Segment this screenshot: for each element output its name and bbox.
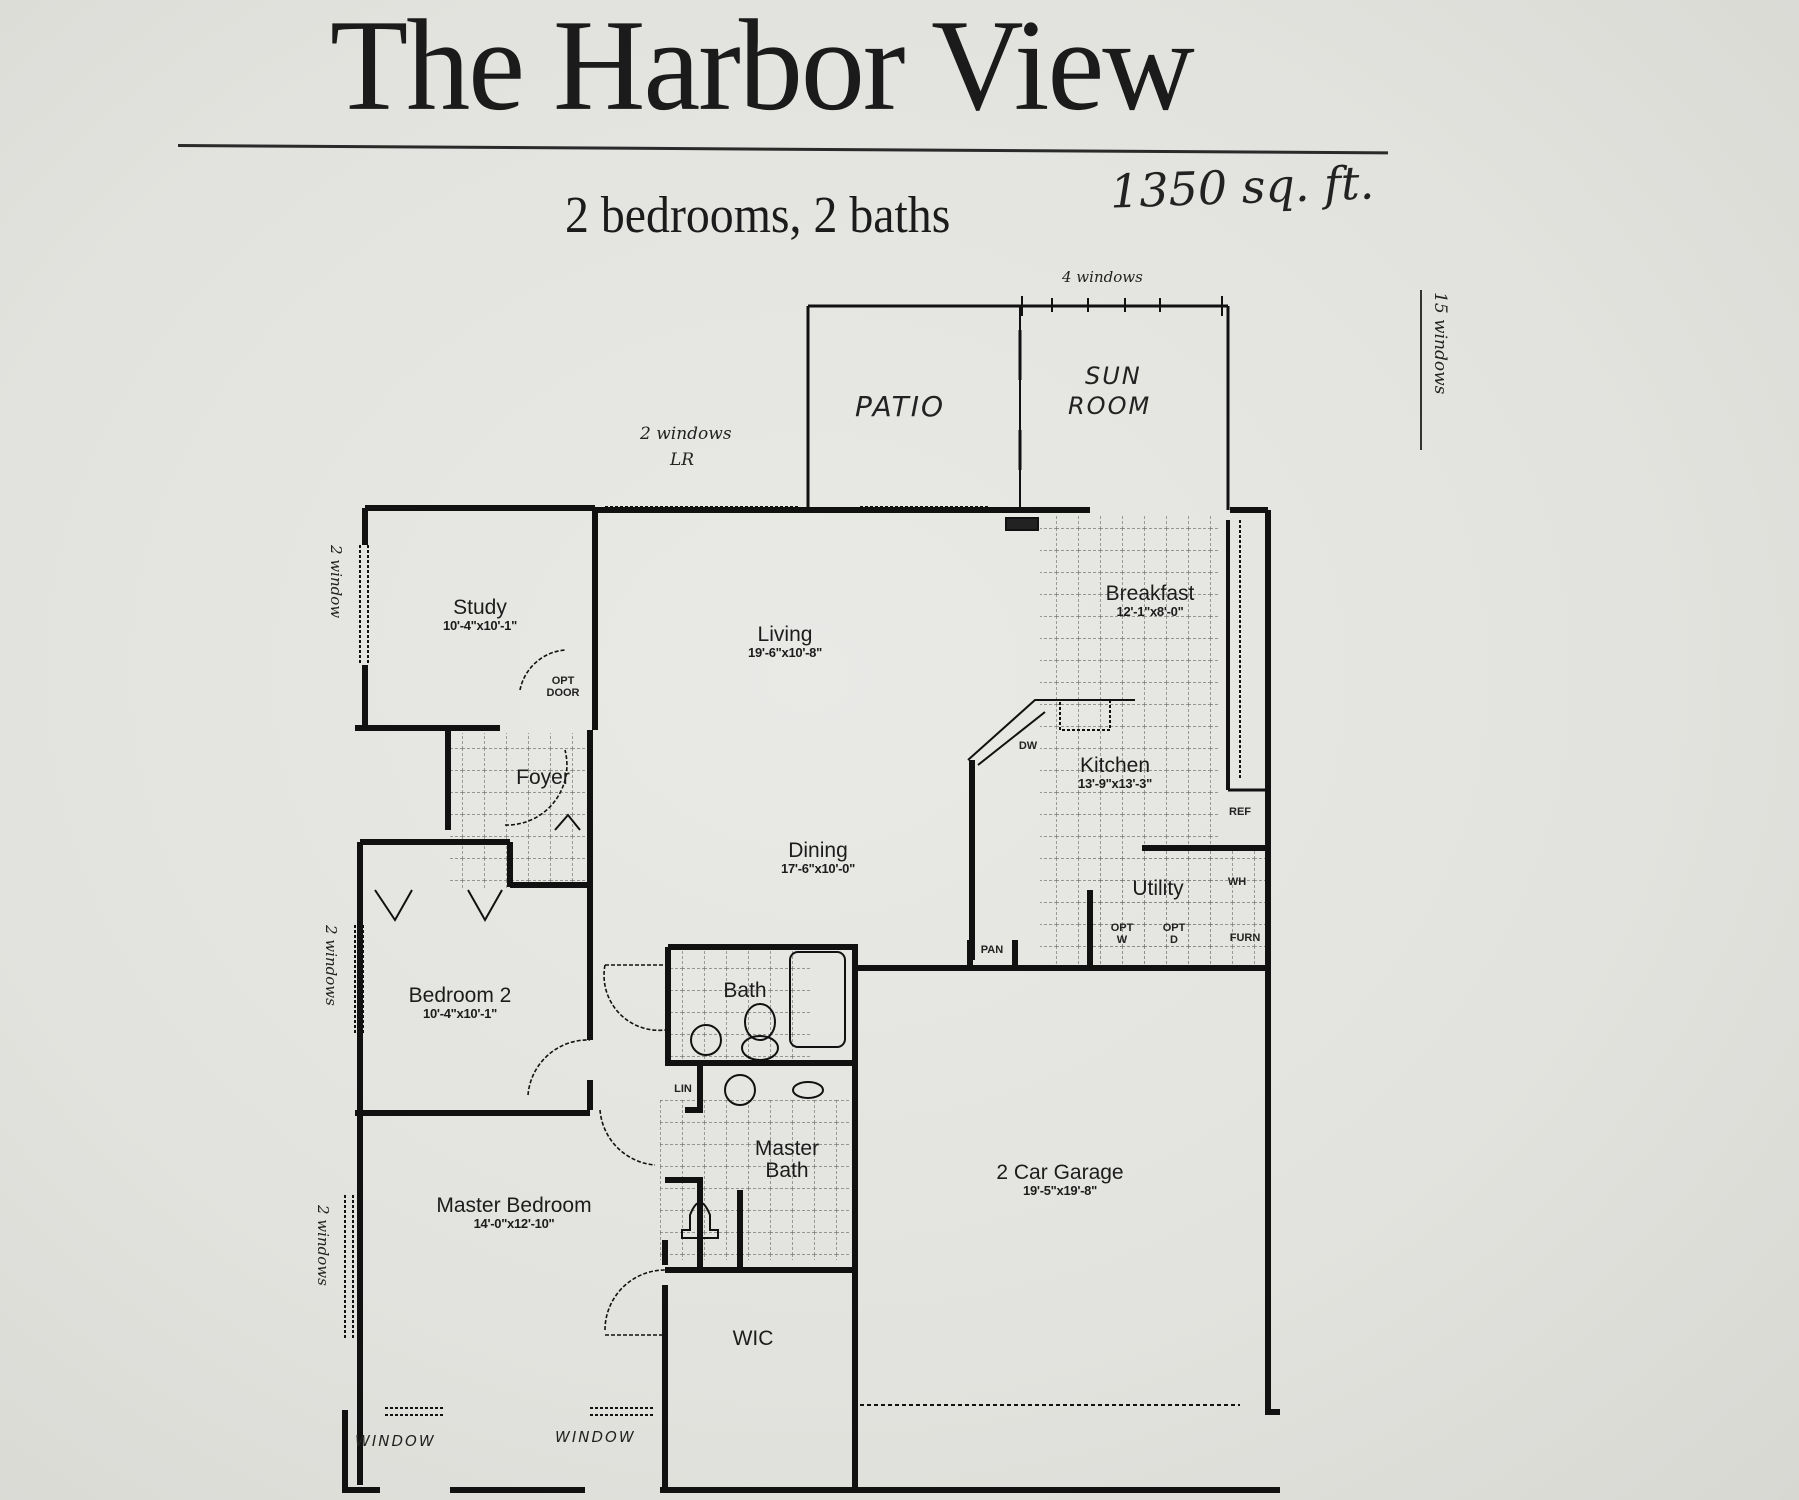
note-living-windows-1: 2 windows — [640, 424, 732, 444]
door-swings — [504, 649, 670, 1336]
bath-fixtures — [681, 951, 846, 1239]
sunroom-window-ticks — [1021, 296, 1223, 316]
note-right-margin-windows: 15 windows — [1430, 292, 1450, 395]
note-sunroom-windows: 4 windows — [1062, 268, 1143, 286]
room-master-bath: Master Bath — [754, 1137, 820, 1183]
room-wic: WIC — [732, 1327, 774, 1350]
utility-tile — [1090, 850, 1265, 965]
plan-title: The Harbor View — [330, 0, 1195, 138]
note-sunroom-line1: SUN — [1085, 362, 1142, 390]
note-bedroom2-windows: 2 windows — [322, 925, 340, 1006]
label-pan: PAN — [980, 944, 1004, 956]
right-margin-underline — [1420, 290, 1422, 450]
closet-door-marks — [374, 813, 581, 923]
label-furn: FURN — [1229, 932, 1261, 944]
windows — [344, 506, 1241, 1416]
note-master-side-windows: 2 windows — [314, 1205, 332, 1286]
label-opt-d: OPT D — [1162, 922, 1186, 947]
patio-sunroom-outline — [806, 304, 1230, 510]
bath-tile — [670, 950, 810, 1060]
label-opt-door: OPT DOOR — [546, 675, 580, 700]
note-master-window-right: WINDOW — [555, 1428, 636, 1446]
note-sunroom-line2: ROOM — [1068, 392, 1152, 420]
foyer-tile — [448, 733, 593, 888]
label-dw: DW — [1018, 740, 1038, 752]
room-foyer: Foyer — [516, 766, 570, 789]
label-wh: WH — [1227, 876, 1247, 888]
label-ref: REF — [1229, 806, 1251, 818]
walls — [342, 505, 1280, 1493]
note-living-windows-2: LR — [670, 450, 695, 470]
label-lin: LIN — [674, 1083, 692, 1095]
kitchen-counter — [967, 699, 1135, 766]
note-master-window-left: WINDOW — [355, 1432, 436, 1450]
note-patio: PATIO — [855, 390, 946, 423]
room-utility: Utility — [1132, 877, 1184, 900]
room-bath: Bath — [723, 979, 767, 1002]
note-study-windows: 2 window — [327, 545, 345, 619]
label-opt-w: OPT W — [1110, 922, 1134, 947]
plan-subtitle: 2 bedrooms, 2 baths — [565, 187, 951, 244]
